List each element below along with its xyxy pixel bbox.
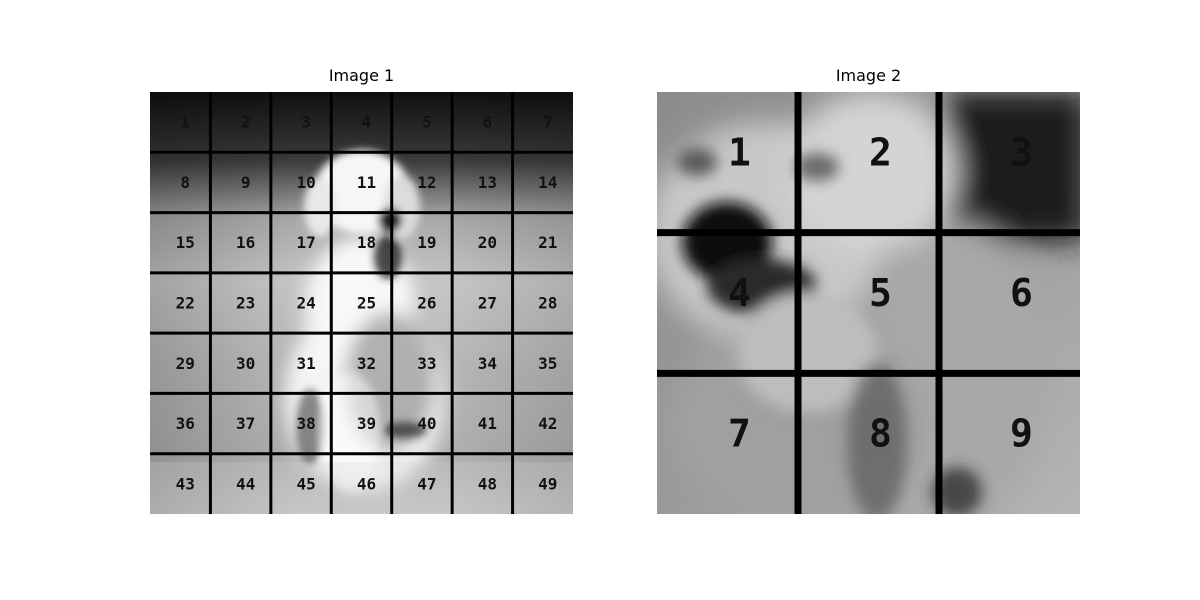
- image-1-cell-label: 5: [422, 113, 432, 132]
- image-2-cell-label: 4: [728, 271, 751, 315]
- image-1-cell-label: 46: [357, 474, 376, 493]
- image-1-cell-label: 2: [241, 113, 251, 132]
- image-1-cell-label: 33: [417, 354, 436, 373]
- image-2-cell-label: 6: [1010, 271, 1033, 315]
- image-1-cell-label: 45: [296, 474, 315, 493]
- image-2-title: Image 2: [835, 66, 902, 85]
- image-1-cell-label: 25: [357, 294, 376, 313]
- image-1-cell-label: 15: [176, 233, 195, 252]
- image-1-cell-label: 20: [478, 233, 497, 252]
- image-1-cell-label: 16: [236, 233, 255, 252]
- image-1-cell-label: 28: [538, 294, 557, 313]
- image-1-cell-label: 14: [538, 173, 557, 192]
- image-1-cell-label: 38: [296, 414, 315, 433]
- image-1-cell-label: 21: [538, 233, 557, 252]
- image-1-cell-label: 30: [236, 354, 255, 373]
- image-1-cell-label: 23: [236, 294, 255, 313]
- image-2-grid-lines: [657, 92, 1080, 514]
- image-2-cell-label: 7: [728, 412, 751, 456]
- image-2-cell-labels: 1 2 3 4 5 6 7 8 9: [728, 130, 1033, 455]
- image-1-cell-label: 39: [357, 414, 376, 433]
- image-2-cell-label: 3: [1010, 130, 1033, 174]
- image-2-cell-label: 8: [869, 412, 892, 456]
- image-1-cell-label: 34: [478, 354, 497, 373]
- image-1-cell-label: 1: [180, 113, 190, 132]
- image-1-cell-label: 18: [357, 233, 376, 252]
- image-1-cell-label: 4: [362, 113, 372, 132]
- image-1-cell-label: 11: [357, 173, 376, 192]
- image-1-cell-label: 36: [176, 414, 195, 433]
- image-1-cell-label: 47: [417, 474, 436, 493]
- image-1-cell-label: 35: [538, 354, 557, 373]
- image-1-cell-label: 42: [538, 414, 557, 433]
- image-1-cell-label: 27: [478, 294, 497, 313]
- image-1-cell-label: 43: [176, 474, 195, 493]
- image-1-cell-label: 22: [176, 294, 195, 313]
- image-1-cell-label: 44: [236, 474, 255, 493]
- image-1-title: Image 1: [328, 66, 395, 85]
- image-2-cell-label: 5: [869, 271, 892, 315]
- image-1-cell-label: 24: [296, 294, 315, 313]
- image-1-cell-label: 13: [478, 173, 497, 192]
- image-2-photo-grid: 1 2 3 4 5 6 7 8 9: [657, 92, 1080, 514]
- image-1-cell-label: 32: [357, 354, 376, 373]
- image-1-cell-label: 37: [236, 414, 255, 433]
- image-1-grid-lines: [150, 92, 573, 514]
- image-1-cell-label: 3: [301, 113, 311, 132]
- image-1-cell-label: 48: [478, 474, 497, 493]
- image-1-cell-label: 31: [296, 354, 315, 373]
- image-1-cell-label: 19: [417, 233, 436, 252]
- image-1-cell-label: 8: [180, 173, 190, 192]
- image-2-cell-label: 1: [728, 130, 751, 174]
- image-1-cell-label: 26: [417, 294, 436, 313]
- image-1-cell-label: 9: [241, 173, 251, 192]
- image-1-cell-label: 40: [417, 414, 436, 433]
- image-1-cell-label: 10: [296, 173, 315, 192]
- image-1-cell-label: 17: [296, 233, 315, 252]
- image-2-cell-label: 2: [869, 130, 892, 174]
- image-1-cell-label: 49: [538, 474, 557, 493]
- image-2-cell-label: 9: [1010, 412, 1033, 456]
- image-1-cell-label: 41: [478, 414, 497, 433]
- image-1-cell-label: 12: [417, 173, 436, 192]
- image-1-cell-label: 7: [543, 113, 553, 132]
- image-1-cell-label: 6: [483, 113, 493, 132]
- image-1-cell-label: 29: [176, 354, 195, 373]
